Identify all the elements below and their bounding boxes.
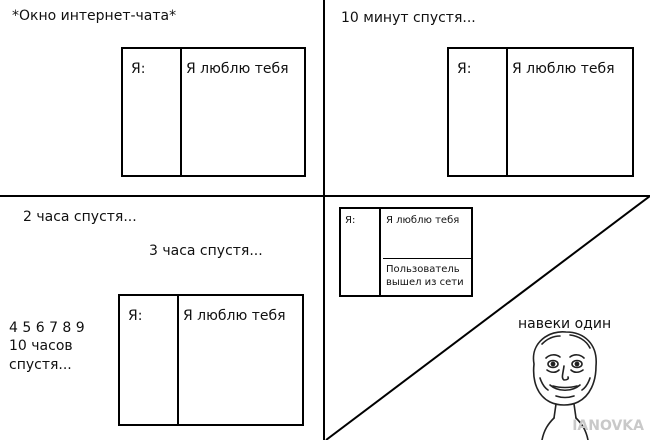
panel3-countdown-digits: 4 5 6 7 8 9 <box>9 320 85 336</box>
panel3-message: Я люблю тебя <box>183 308 286 324</box>
panel2-message: Я люблю тебя <box>512 61 615 77</box>
panel3-chat-window: Я: Я люблю тебя <box>118 294 304 426</box>
panel3-countdown-line2: 10 часов <box>9 338 73 354</box>
watermark-logo: IANOVKA <box>572 418 644 434</box>
panel2-chat-window: Я: Я люблю тебя <box>447 47 634 177</box>
panel1-sender-label: Я: <box>123 49 182 175</box>
panel3-caption-3h: 3 часа спустя... <box>149 243 263 259</box>
panel3-sender-label: Я: <box>120 296 179 424</box>
panel4-chat-window: Я: Я люблю тебя Пользователь вышел из се… <box>339 207 473 297</box>
panel2-caption: 10 минут спустя... <box>341 10 476 26</box>
panel4-message: Я люблю тебя <box>383 209 471 259</box>
panel4-status: Пользователь вышел из сети <box>383 260 471 295</box>
forever-alone-face <box>532 331 597 440</box>
panel4-caption: навеки один <box>518 316 612 332</box>
panel3-countdown-line3: спустя... <box>9 357 72 373</box>
panel4-sender-label: Я: <box>341 209 381 295</box>
panel1-chat-window: Я: Я люблю тебя <box>121 47 306 177</box>
panel4-status-line2: вышел из сети <box>386 276 464 288</box>
panel3-caption-2h: 2 часа спустя... <box>23 209 137 225</box>
panel4-status-line1: Пользователь <box>386 264 460 275</box>
panel2-sender-label: Я: <box>449 49 508 175</box>
panel1-caption: *Окно интернет-чата* <box>12 8 177 24</box>
panel1-message: Я люблю тебя <box>186 61 289 77</box>
